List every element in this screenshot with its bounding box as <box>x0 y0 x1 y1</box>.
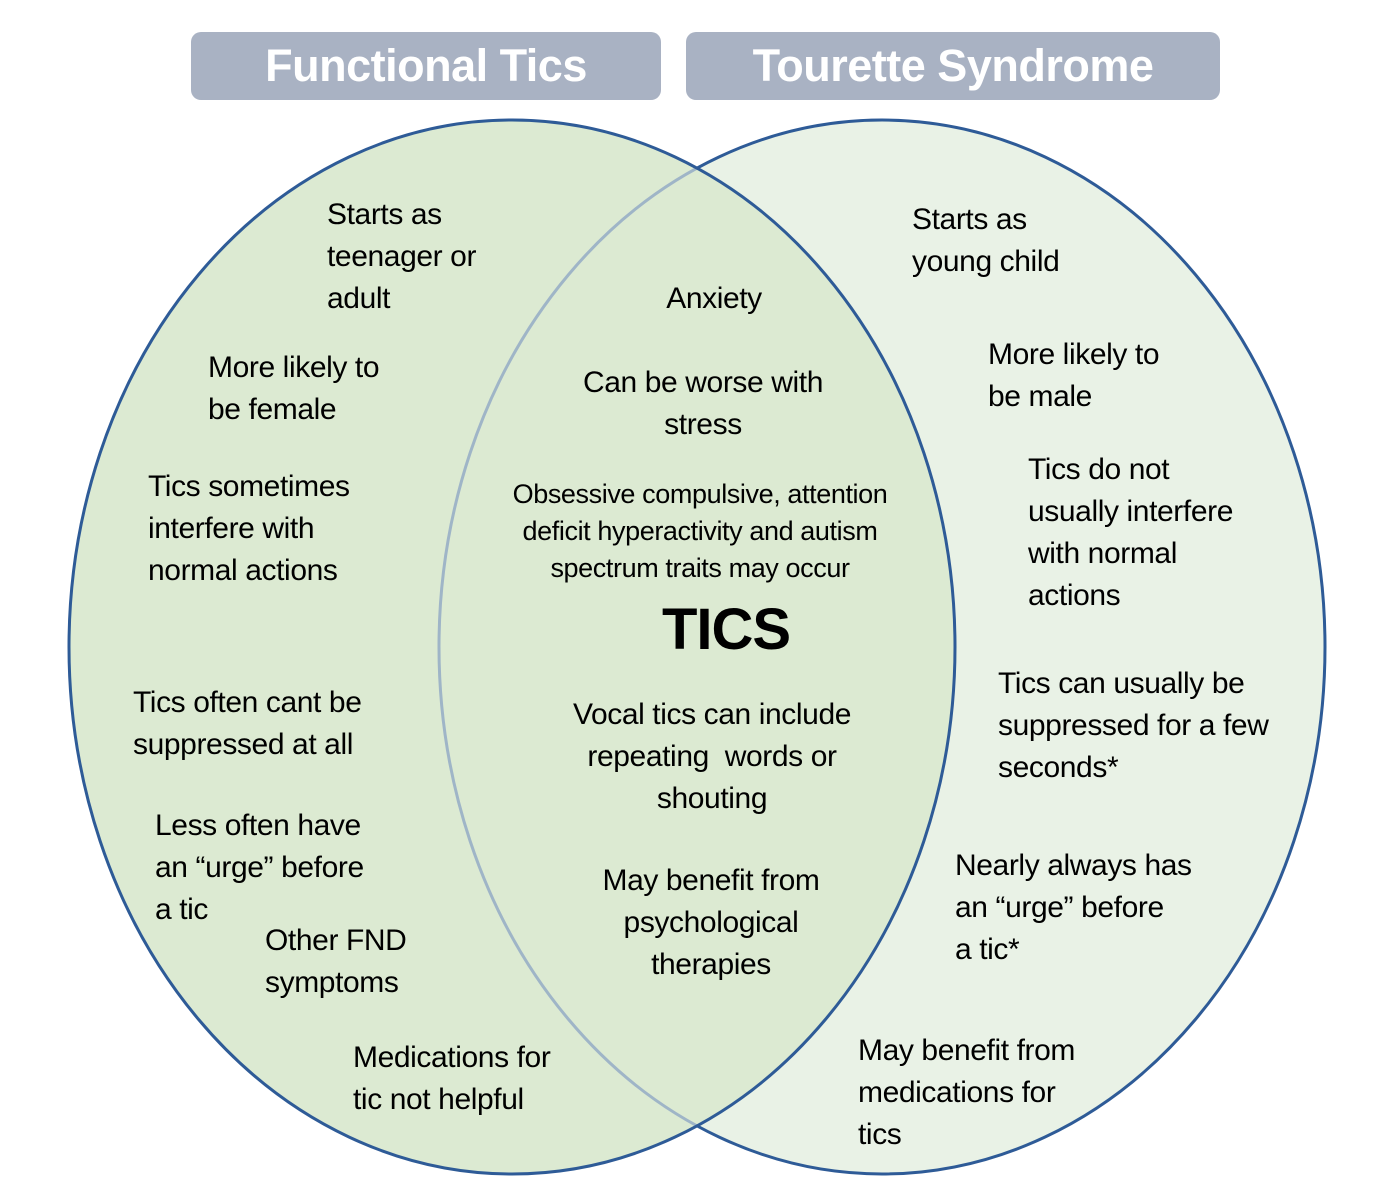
left-circle-outline <box>67 118 957 1176</box>
tab-functional-tics: Functional Tics <box>191 32 661 100</box>
right-note-suppressed-few-seconds: Tics can usually be suppressed for a few… <box>998 667 1269 784</box>
overlap-note-ocd-adhd-autism: Obsessive compulsive, attention deficit … <box>512 479 888 583</box>
tab-tourette-syndrome: Tourette Syndrome <box>686 32 1220 100</box>
overlap-note-vocal-tics: Vocal tics can include repeating words o… <box>572 698 852 815</box>
overlap-note-anxiety: Anxiety <box>666 282 762 315</box>
left-note-more-likely-female: More likely to be female <box>208 351 380 426</box>
right-circle-outline-muted <box>437 120 955 1174</box>
left-note-less-often-urge: Less often have an “urge” before a tic <box>155 809 364 926</box>
overlap-note-psychological-therapies: May benefit from psychological therapies <box>602 864 820 981</box>
left-circle <box>69 120 955 1174</box>
right-note-tics-do-not-interfere: Tics do not usually interfere with norma… <box>1028 453 1233 612</box>
left-note-tics-interfere: Tics sometimes interfere with normal act… <box>148 470 350 587</box>
left-note-starts-teenager: Starts as teenager or adult <box>327 198 477 315</box>
left-note-cant-be-suppressed: Tics often cant be suppressed at all <box>133 686 362 761</box>
left-note-medications-not-helpful: Medications for tic not helpful <box>353 1041 551 1116</box>
right-note-starts-young-child: Starts as young child <box>912 203 1060 278</box>
left-note-other-fnd-symptoms: Other FND symptoms <box>265 924 407 999</box>
overlap-note-worse-with-stress: Can be worse with stress <box>583 366 823 441</box>
right-note-medications-for-tics: May benefit from medications for tics <box>858 1034 1076 1151</box>
right-note-more-likely-male: More likely to be male <box>988 338 1160 413</box>
right-note-nearly-always-urge: Nearly always has an “urge” before a tic… <box>955 849 1192 966</box>
overlap-heading-tics: TICS <box>661 597 791 662</box>
